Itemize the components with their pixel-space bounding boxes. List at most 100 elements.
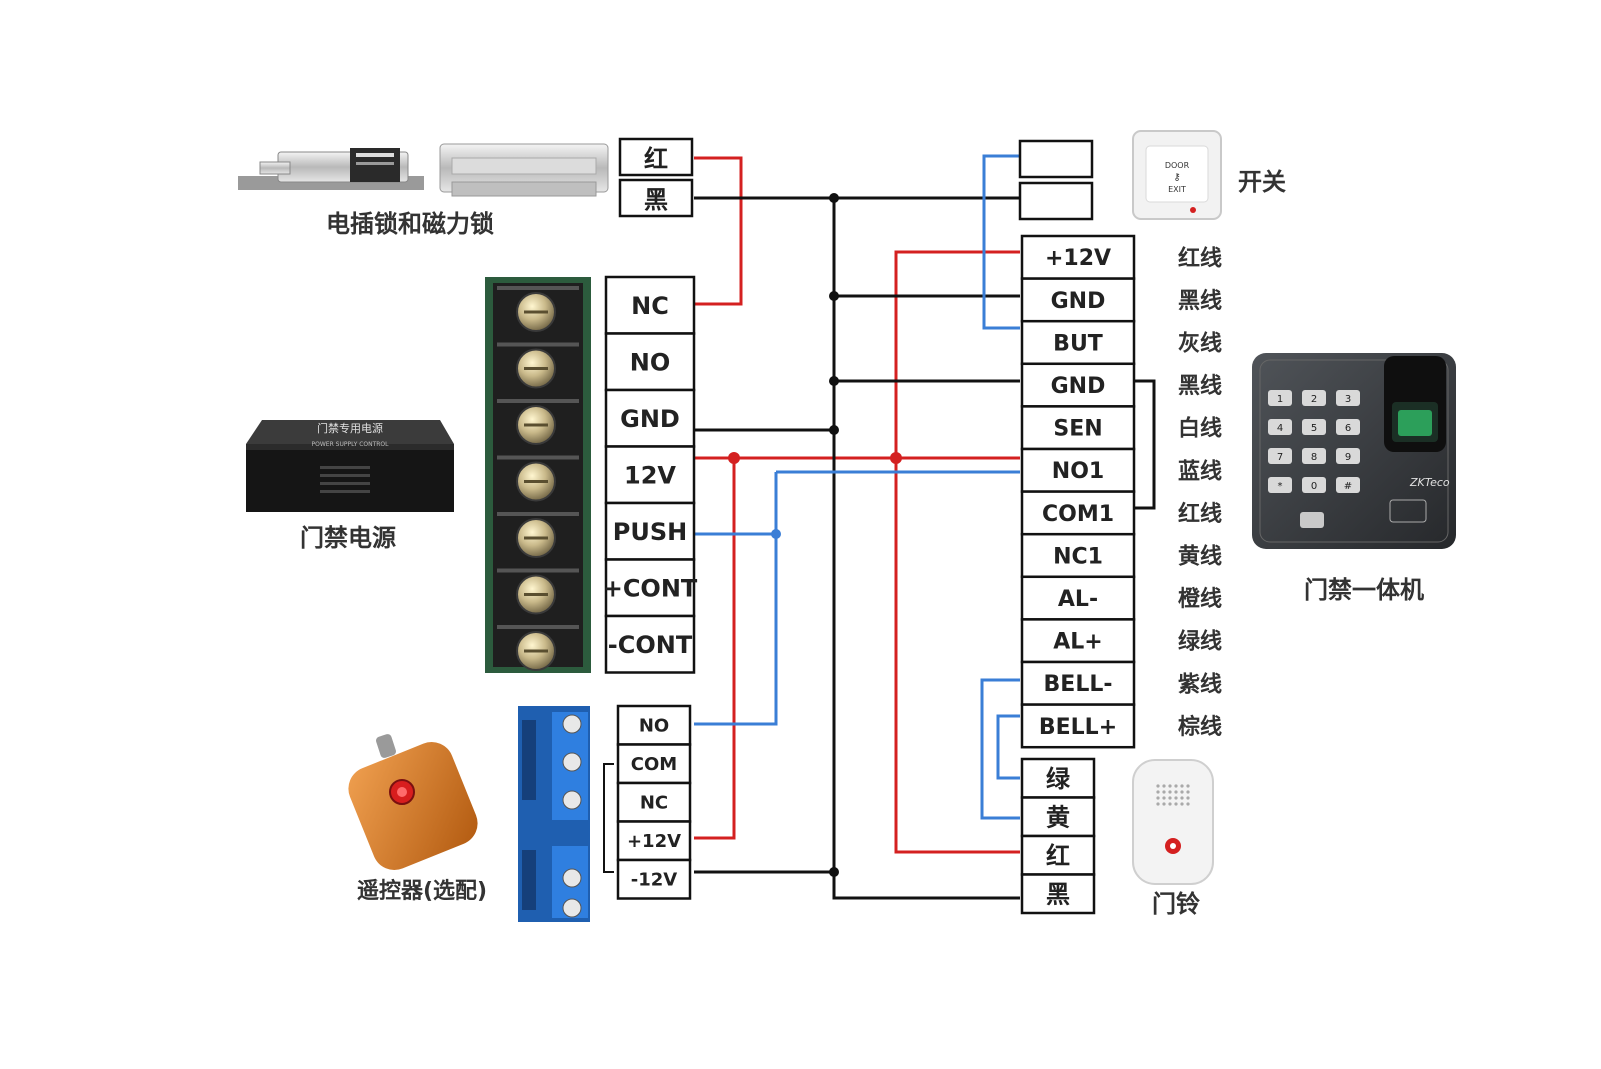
lock-wire-black: 黑 [644, 186, 668, 214]
controller-terminal-7-box [1020, 532, 1136, 579]
electric-bolt-lock-image [238, 148, 424, 190]
controller-terminal-10-label: BELL- [1044, 672, 1113, 697]
remote-receiver-board [518, 706, 590, 922]
bell-terminal-2-label: 红 [1046, 842, 1070, 870]
wire-remote-no [694, 472, 778, 726]
keypad-key [1268, 419, 1292, 435]
psu-terminal-1-label: NO [630, 348, 671, 376]
psu-terminal-4-label: PUSH [613, 518, 687, 546]
remote-terminal-4-box [616, 858, 692, 900]
power-supply-box-label: 门禁专用电源 [317, 421, 383, 435]
keypad-key [1268, 448, 1292, 464]
wire-bell-minus [980, 678, 1020, 820]
bell-terminal-0-box [1020, 757, 1096, 799]
doorbell-image [1132, 759, 1214, 885]
psu-terminal-6-box [604, 614, 696, 674]
wire-12v-to-controller [894, 250, 1020, 458]
controller-wire-color-10: 紫线 [1178, 671, 1222, 697]
remote-terminal-4-label: -12V [631, 870, 678, 891]
keypad-key [1336, 477, 1360, 493]
remote-terminal-0-label: NO [639, 716, 669, 737]
psu-terminal-3-box [604, 445, 696, 505]
remote-terminal-3-label: +12V [627, 831, 681, 852]
zkteco-logo: ZKTeco [1409, 476, 1450, 489]
controller-terminal-9-label: AL+ [1053, 630, 1102, 655]
doorbell-caption: 门铃 [1152, 890, 1200, 918]
wire-12v-to-bell [894, 458, 1020, 854]
controller-wire-color-11: 棕线 [1178, 714, 1222, 740]
bell-terminal-1-box [1020, 796, 1096, 838]
controller-terminal-3-label: GND [1051, 374, 1106, 399]
wire-lock-red-to-nc [694, 156, 743, 306]
keypad-key [1302, 390, 1326, 406]
power-supply-caption: 门禁电源 [300, 524, 396, 552]
controller-terminal-5-label: NO1 [1052, 459, 1104, 484]
power-supply-image: 门禁专用电源 POWER SUPPLY CONTROL [246, 420, 454, 512]
keypad-key [1336, 448, 1360, 464]
controller-terminal-11-box [1020, 703, 1136, 749]
controller-wire-color-8: 橙线 [1178, 586, 1222, 612]
wire-remote-com-link [603, 763, 614, 873]
controller-terminal-9-box [1020, 618, 1136, 664]
keypad-key-label: 1 [1277, 394, 1283, 405]
psu-terminal-1-box [604, 332, 696, 392]
wire-exit-button [982, 154, 1020, 330]
exit-plate-exit: EXIT [1168, 185, 1186, 194]
power-supply-terminal-board [485, 277, 591, 673]
keypad-key-label: 9 [1345, 452, 1351, 463]
controller-wire-color-9: 绿线 [1178, 629, 1222, 655]
controller-terminal-0-box [1020, 234, 1136, 280]
remote-terminal-2-label: NC [640, 793, 668, 814]
exit-switch-caption: 开关 [1238, 168, 1286, 196]
controller-terminal-11-label: BELL+ [1039, 715, 1117, 740]
keypad-key [1336, 419, 1360, 435]
keypad-key-label: 0 [1311, 481, 1317, 492]
psu-terminal-4-box [604, 501, 696, 561]
wire-12v-to-remote [694, 458, 736, 840]
controller-caption: 门禁一体机 [1304, 576, 1424, 604]
keypad-key [1302, 477, 1326, 493]
lock-caption: 电插锁和磁力锁 [326, 210, 494, 238]
psu-terminal-2-box [604, 388, 696, 448]
remote-terminal-3-box [616, 820, 692, 862]
psu-terminal-2-label: GND [620, 405, 680, 433]
keypad-key [1302, 448, 1326, 464]
controller-terminal-7-label: NC1 [1053, 544, 1103, 569]
keypad-key-label: 7 [1277, 452, 1283, 463]
exit-switch-terminals [1018, 139, 1094, 221]
keypad-key-label: 5 [1311, 423, 1317, 434]
bell-terminal-0-label: 绿 [1046, 765, 1071, 793]
psu-terminal-0-label: NC [631, 292, 669, 320]
controller-terminal-4-label: SEN [1053, 417, 1102, 442]
wire-gnd-bus [832, 198, 1020, 900]
keypad-key-label: 3 [1345, 394, 1351, 405]
controller-wire-color-5: 蓝线 [1178, 458, 1222, 484]
keypad-key-label: 6 [1345, 423, 1351, 434]
psu-terminal-6-label: -CONT [608, 631, 693, 659]
psu-terminal-5-box [604, 558, 696, 618]
keypad-key-label: 8 [1311, 452, 1317, 463]
remote-caption: 遥控器(选配) [357, 878, 487, 904]
controller-wire-color-3: 黑线 [1178, 373, 1222, 399]
keypad-key-label: 2 [1311, 394, 1317, 405]
keypad-key [1268, 390, 1292, 406]
keypad-key-label: * [1278, 481, 1283, 492]
bell-terminal-1-label: 黄 [1046, 803, 1070, 831]
exit-plate-door: DOOR [1165, 161, 1190, 170]
controller-wire-color-6: 红线 [1178, 501, 1222, 527]
controller-wire-color-0: 红线 [1178, 245, 1222, 271]
exit-switch-image: DOOR ⚷ EXIT [1132, 130, 1222, 220]
keypad-key [1268, 477, 1292, 493]
controller-terminal-8-box [1020, 575, 1136, 621]
keypad-key [1336, 390, 1360, 406]
keypad-key [1302, 419, 1326, 435]
bell-terminal-3-box [1020, 873, 1096, 915]
controller-terminal-0-label: +12V [1045, 246, 1111, 271]
remote-terminal-0-box [616, 704, 692, 746]
